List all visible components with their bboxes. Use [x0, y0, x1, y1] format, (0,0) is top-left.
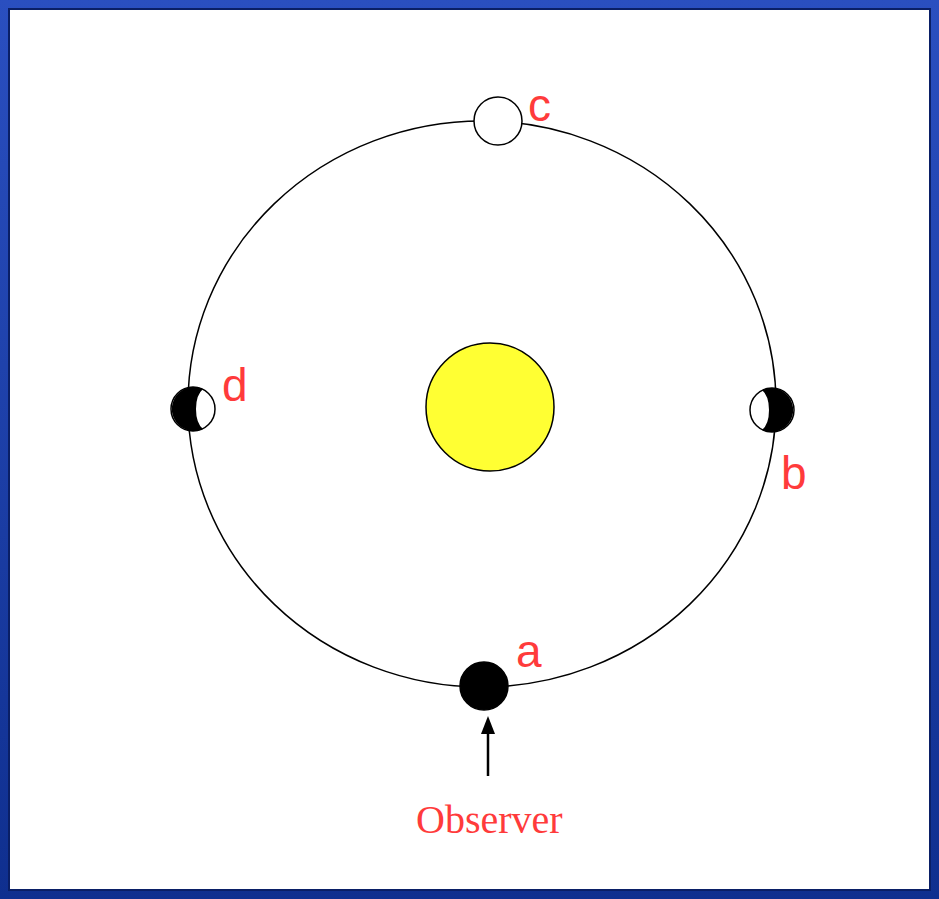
quarter-moon-b — [750, 388, 794, 432]
slide-panel — [9, 9, 930, 890]
full-moon — [474, 97, 522, 145]
orbit — [188, 121, 776, 687]
phase-label: a — [516, 628, 542, 674]
phase-label: b — [781, 450, 807, 496]
observer-label: Observer — [416, 800, 563, 840]
phase-label: c — [528, 82, 551, 128]
new-moon — [460, 662, 508, 710]
observer-arrow — [481, 716, 495, 776]
sun — [426, 343, 554, 471]
quarter-moon-d — [171, 387, 215, 431]
phase-label: d — [222, 362, 248, 408]
